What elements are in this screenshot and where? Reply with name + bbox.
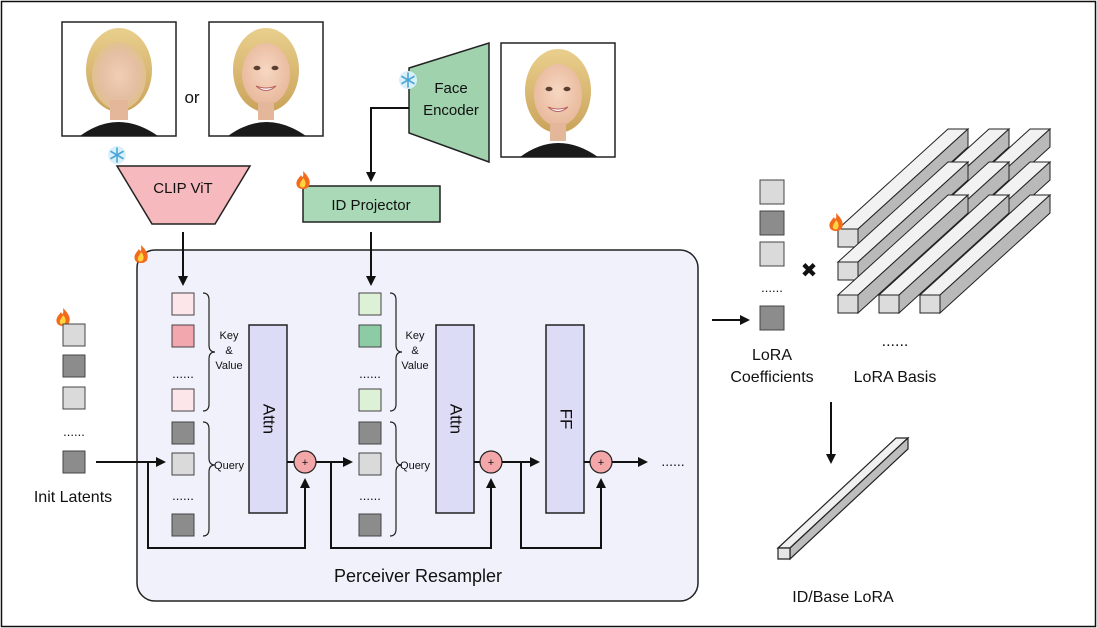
query-brace-2: [389, 421, 403, 537]
ff-block: [545, 324, 585, 514]
plus-label-2: +: [488, 457, 494, 469]
lora-basis-bar: [836, 160, 970, 282]
lora-basis-ellipsis: ......: [882, 333, 909, 350]
key-label-1: Key: [220, 330, 239, 342]
snowflake-icon: [108, 146, 126, 164]
plus-label-1: +: [302, 457, 308, 469]
snowflake-icon: [399, 71, 417, 89]
attn-block-1: [248, 324, 288, 514]
fire-icon: [134, 245, 148, 263]
keyvalue-tokens-1: [171, 292, 195, 412]
token-ellipsis: ......: [172, 366, 194, 381]
plus-label-3: +: [598, 457, 604, 469]
residual-path-1: [147, 462, 310, 549]
id-base-lora-label: ID/Base LoRA: [792, 589, 894, 606]
init-latent-tokens: [62, 323, 86, 474]
lora-basis-label: LoRA Basis: [854, 369, 937, 386]
face-encoder-label-line1: Face: [434, 80, 467, 97]
query-label-1: Query: [214, 460, 244, 472]
keyvalue-tokens-2: [358, 292, 382, 412]
clip-vit-label: CLIP ViT: [153, 180, 212, 197]
token-ellipsis: ......: [761, 280, 783, 295]
keyvalue-brace-1: [202, 292, 216, 412]
fire-icon: [296, 171, 310, 189]
lora-basis-bar: [877, 193, 1011, 315]
init-latents-label: Init Latents: [34, 489, 112, 506]
continuation-ellipsis: ......: [661, 453, 684, 469]
query-brace-1: [202, 421, 216, 537]
reference-face-photo: [208, 21, 324, 137]
and-label-2: &: [411, 345, 419, 357]
query-tokens-2: [358, 421, 382, 537]
lora-basis-bar: [918, 193, 1052, 315]
key-label-2: Key: [406, 330, 425, 342]
face-encoder-label-line2: Encoder: [423, 102, 479, 119]
attn-label-1: Attn: [260, 404, 279, 434]
multiply-icon: ✖: [801, 258, 818, 282]
keyvalue-brace-2: [389, 292, 403, 412]
blurred-face-photo: [61, 21, 177, 137]
query-tokens-1: [171, 421, 195, 537]
residual-path-3: [520, 462, 606, 549]
lora-coefficients-label-line2: Coefficients: [730, 369, 813, 386]
ff-label: FF: [557, 409, 576, 430]
lora-coefficient-tokens: [759, 179, 785, 331]
face-encoder-to-id-projector-arrow: [366, 107, 409, 182]
attn-block-2: [435, 324, 475, 514]
id-projector-block: [302, 185, 441, 223]
lora-basis-bar: [836, 127, 970, 249]
token-ellipsis: ......: [172, 488, 194, 503]
token-ellipsis: ......: [63, 424, 85, 439]
perceiver-resampler-label: Perceiver Resampler: [334, 566, 502, 586]
value-label-1: Value: [215, 360, 242, 372]
lora-basis-bar: [836, 193, 970, 315]
token-ellipsis: ......: [359, 366, 381, 381]
fire-icon: [829, 213, 843, 231]
and-label-1: &: [225, 345, 233, 357]
id-base-lora-bar: [776, 436, 910, 561]
fire-icon: [56, 308, 70, 326]
clip-vit-block: [115, 165, 252, 225]
or-label: or: [184, 88, 199, 107]
face-encoder-block: [408, 41, 490, 164]
id-projector-label: ID Projector: [331, 197, 410, 214]
query-label-2: Query: [400, 460, 430, 472]
encoder-face-photo: [500, 42, 616, 158]
attn-label-2: Attn: [447, 404, 466, 434]
token-ellipsis: ......: [359, 488, 381, 503]
value-label-2: Value: [401, 360, 428, 372]
lora-basis-grid: [836, 127, 1052, 315]
lora-coefficients-label-line1: LoRA: [752, 347, 792, 364]
residual-path-2: [330, 462, 496, 549]
